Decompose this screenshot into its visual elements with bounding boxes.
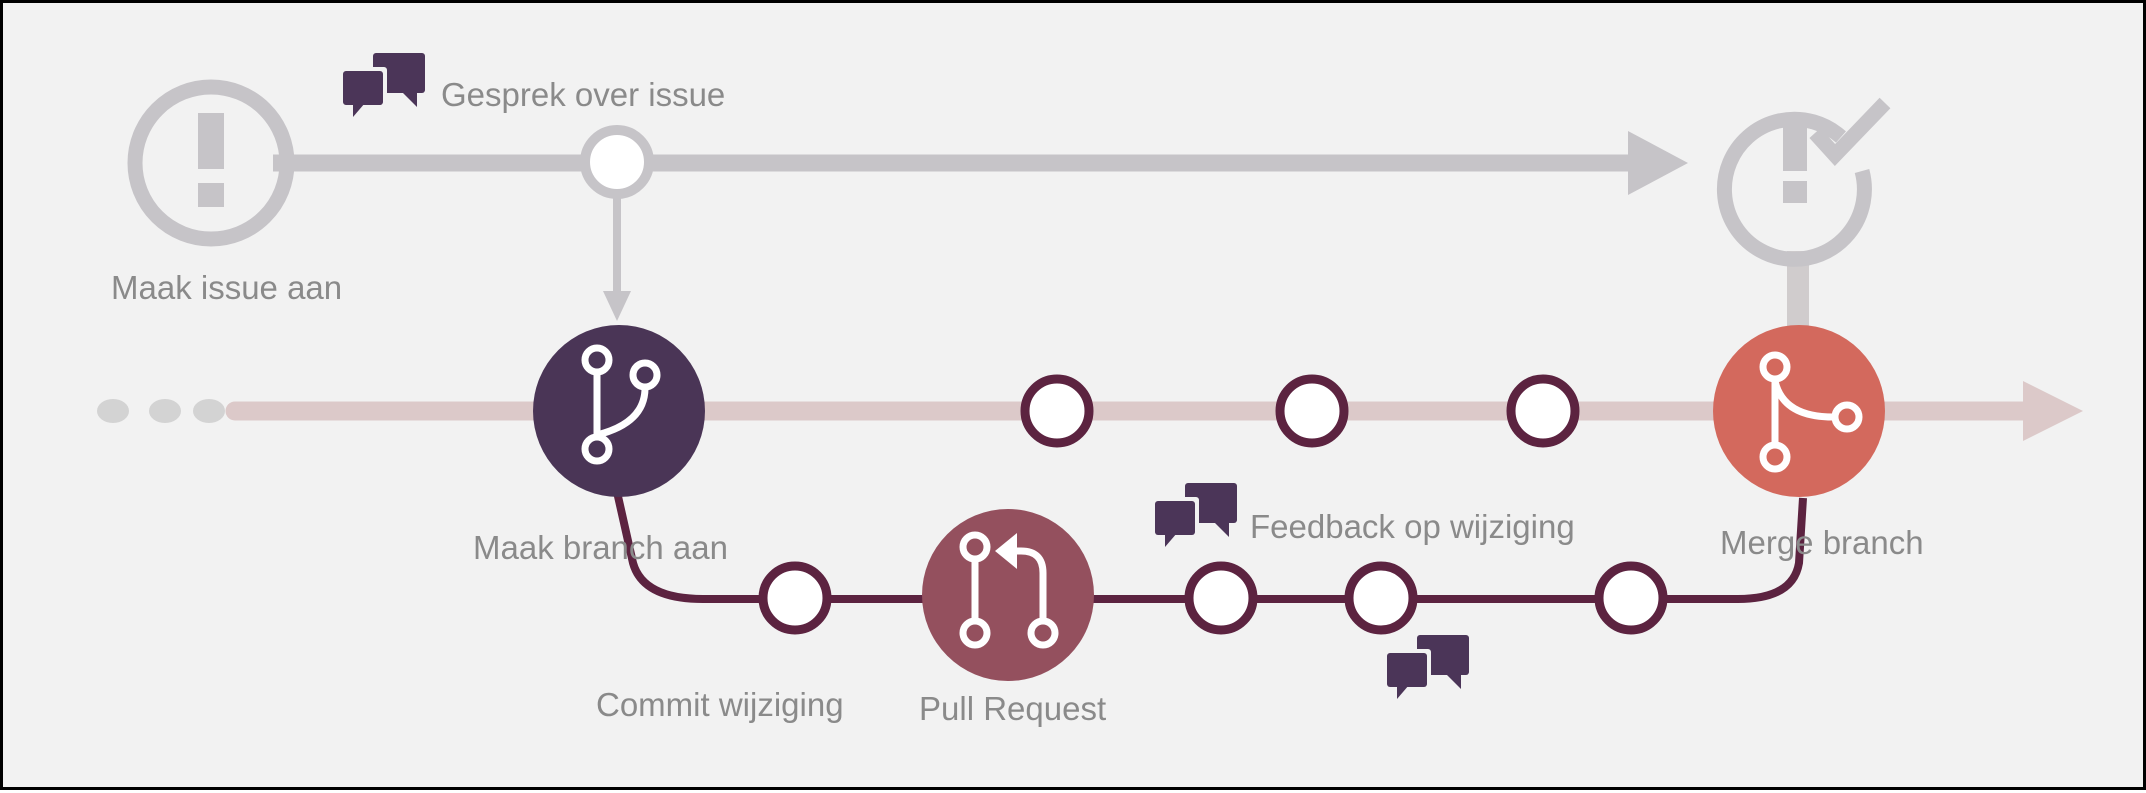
issue-open-icon	[127, 79, 295, 247]
label-discuss-issue: Gesprek over issue	[441, 76, 725, 113]
issue-track-arrowhead	[1628, 131, 1688, 195]
branch-commit-node	[1344, 561, 1418, 635]
git-merge-icon	[1713, 325, 1885, 497]
label-pull-request: Pull Request	[919, 690, 1106, 727]
branch-commit-node	[1594, 561, 1668, 635]
pull-request-icon	[922, 509, 1094, 681]
merge-to-issue-connector	[1787, 251, 1809, 333]
label-create-branch: Maak branch aan	[473, 529, 728, 566]
label-feedback: Feedback op wijziging	[1250, 508, 1575, 545]
continuation-dot	[149, 399, 181, 423]
speech-bubbles-icon	[1383, 635, 1469, 699]
issue-closed-icon	[1716, 97, 1891, 267]
branch-commit-node	[1184, 561, 1258, 635]
branch-commit-node	[758, 561, 832, 635]
main-commit-node	[1275, 374, 1349, 448]
speech-bubbles-icon	[1151, 483, 1237, 547]
label-commit-change: Commit wijziging	[596, 686, 844, 723]
main-commit-node	[1020, 374, 1094, 448]
main-line-arrowhead	[2023, 381, 2083, 441]
branch-off-arrowhead	[603, 291, 631, 321]
discussion-node	[580, 125, 654, 199]
diagram-canvas: Maak issue aan Gesprek over issue Maak b…	[97, 53, 2083, 727]
git-branch-icon	[533, 325, 705, 497]
speech-bubbles-icon	[339, 53, 425, 117]
main-commit-node	[1506, 374, 1580, 448]
label-merge-branch: Merge branch	[1720, 524, 1924, 561]
label-create-issue: Maak issue aan	[111, 269, 342, 306]
continuation-dot	[97, 399, 129, 423]
continuation-dot	[193, 399, 225, 423]
issue-track	[273, 131, 1809, 333]
